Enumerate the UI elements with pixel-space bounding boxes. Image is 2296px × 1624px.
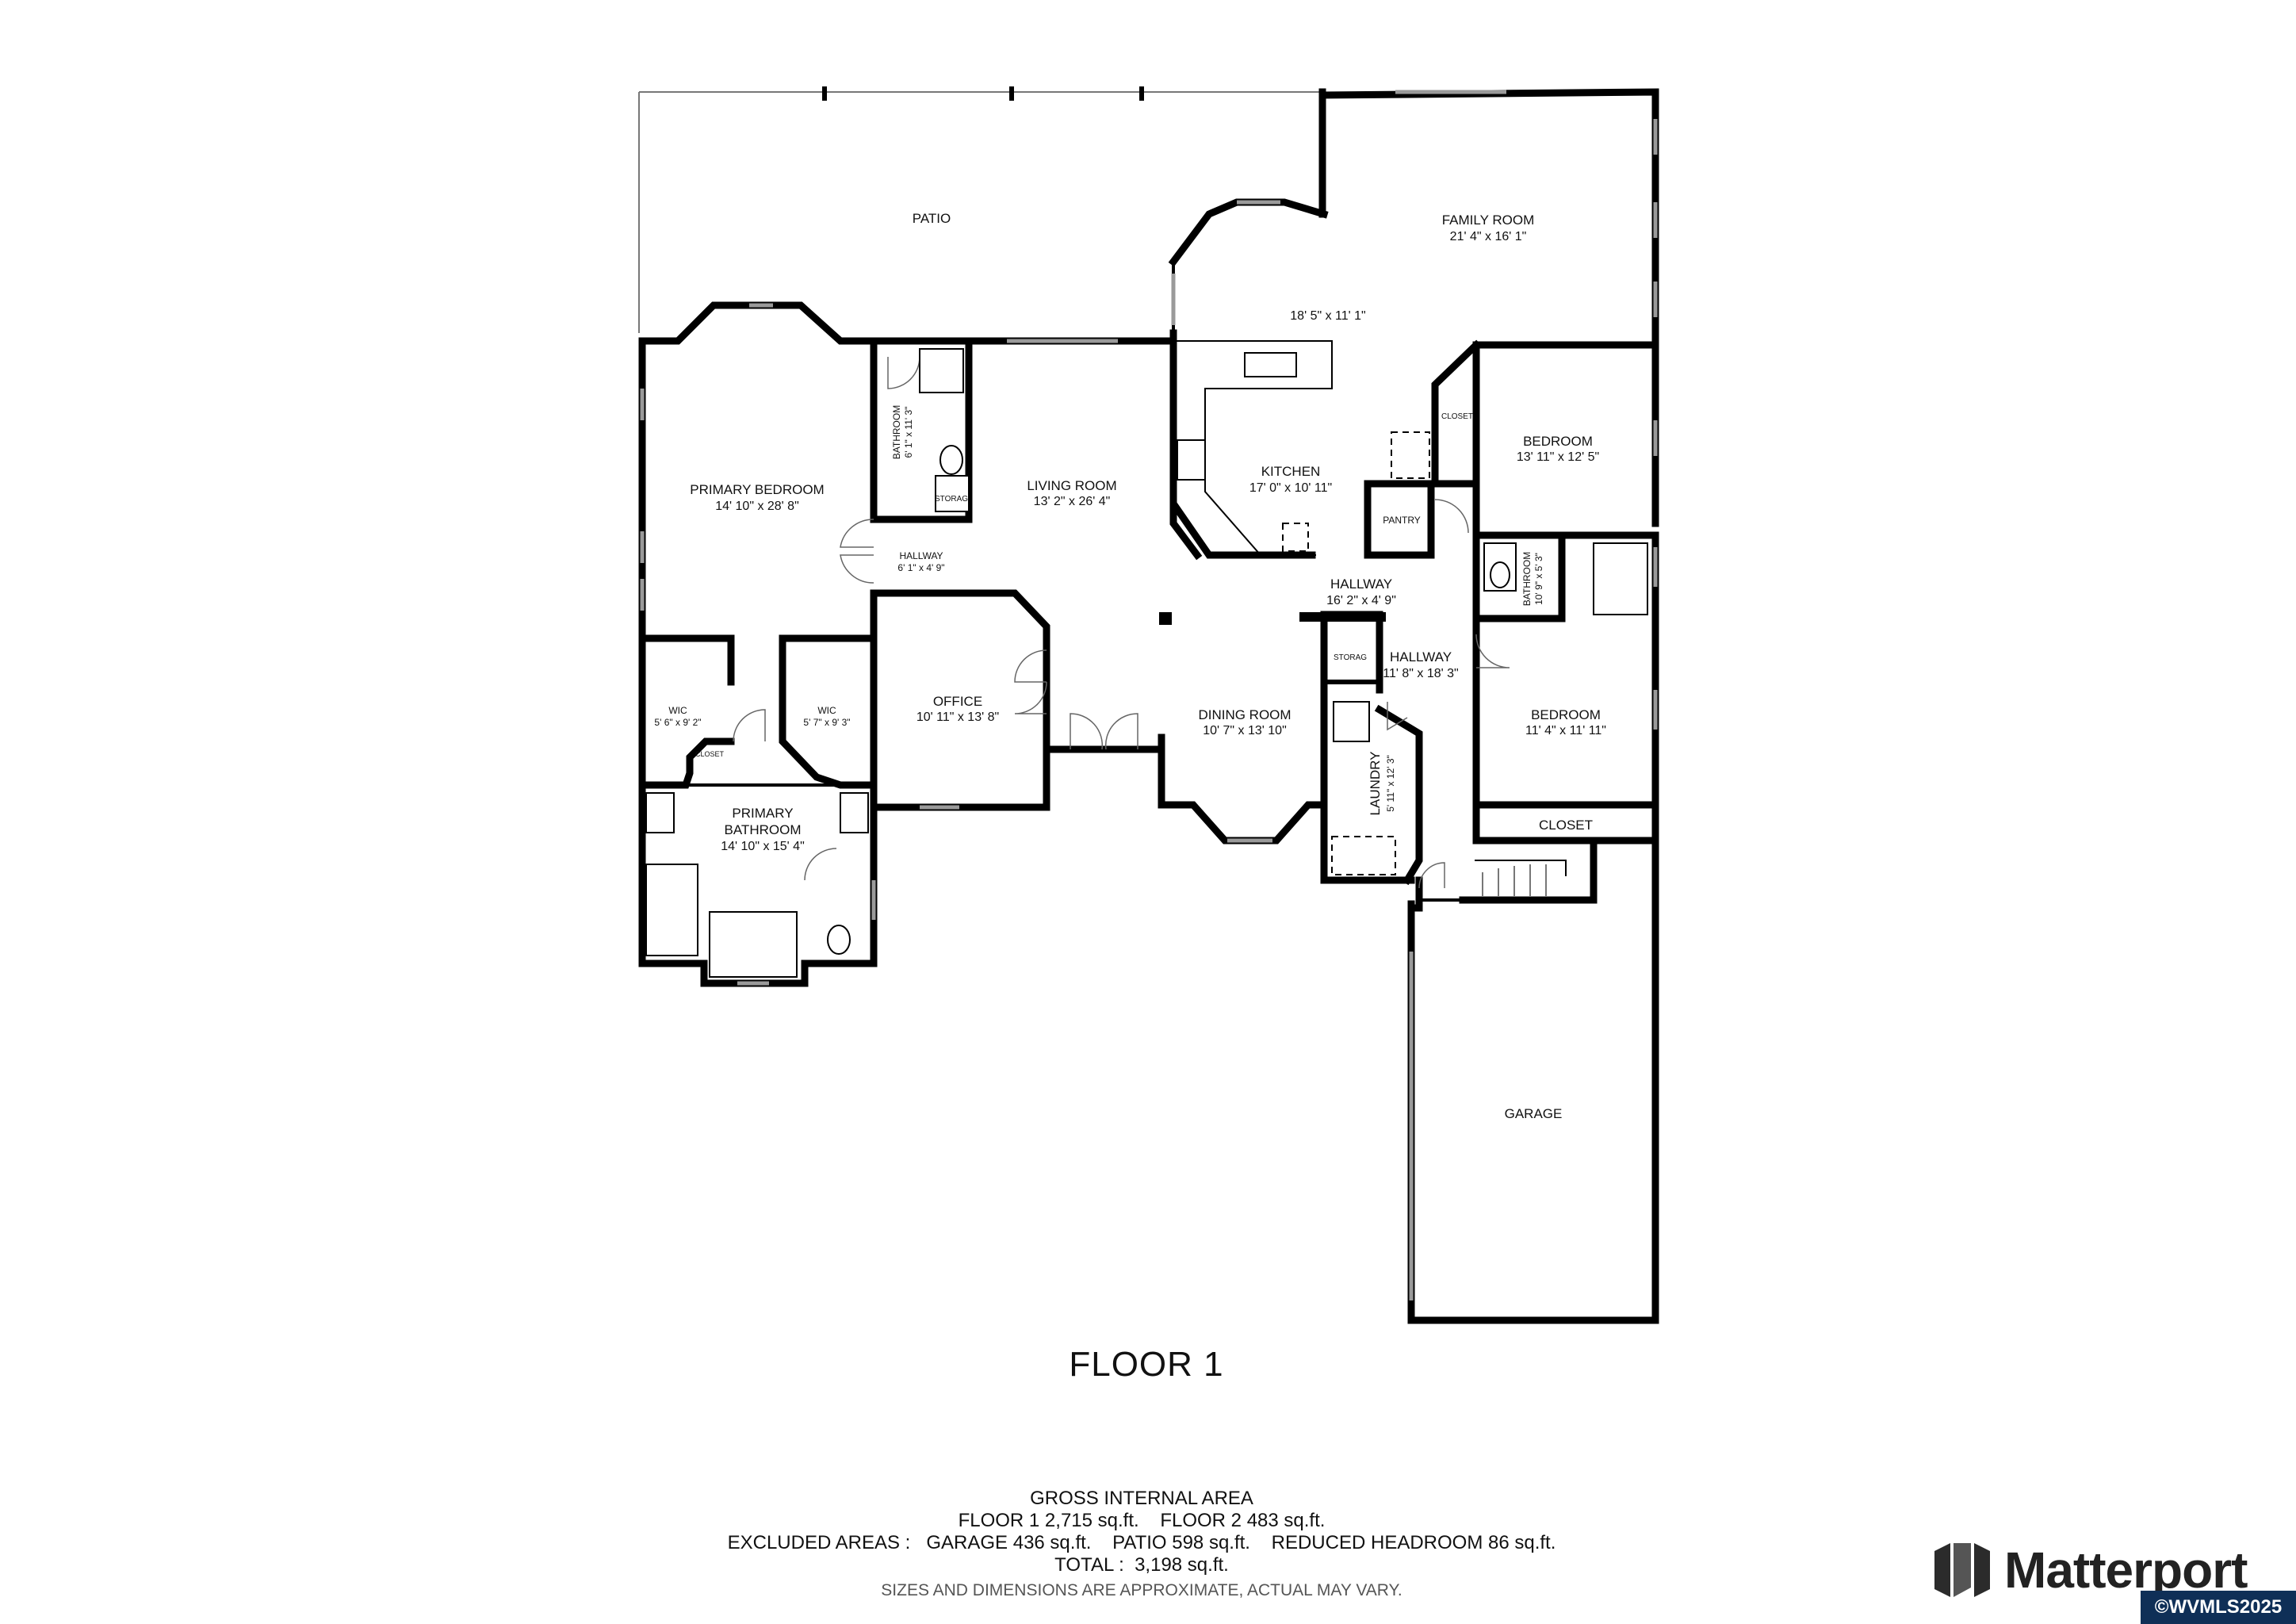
dims-bathroom-1: 6' 1" x 11' 3": [903, 407, 914, 458]
label-primary-bedroom: PRIMARY BEDROOM: [690, 482, 824, 497]
area-heading: GROSS INTERNAL AREA: [1030, 1488, 1253, 1509]
dims-wic-1: 5' 6" x 9' 2": [654, 717, 701, 728]
dims-primary-bedroom: 14' 10" x 28' 8": [715, 500, 799, 513]
label-wic-2: WIC: [817, 705, 836, 716]
area-excluded: EXCLUDED AREAS : GARAGE 436 sq.ft. PATIO…: [727, 1532, 1556, 1553]
copyright-badge: ©WVMLS2025: [2141, 1591, 2296, 1624]
label-primary-bathroom-1: PRIMARY: [732, 806, 793, 821]
label-primary-bathroom-2: BATHROOM: [725, 822, 802, 837]
label-bedroom-2: BEDROOM: [1531, 707, 1601, 722]
label-family-room: FAMILY ROOM: [1442, 213, 1535, 228]
dims-primary-bathroom: 14' 10" x 15' 4": [721, 840, 805, 853]
label-wic-1: WIC: [668, 705, 687, 716]
dims-family-room: 21' 4" x 16' 1": [1450, 230, 1527, 243]
label-closet-3: CLOSET: [1539, 818, 1593, 833]
dims-hallway-3: 11' 8" x 18' 3": [1383, 667, 1458, 680]
staircase: [1475, 860, 1567, 896]
dims-living-room: 13' 2" x 26' 4": [1034, 495, 1111, 508]
dims-laundry: 5' 11" x 12' 3": [1385, 755, 1396, 812]
dims-hallway-1: 6' 1" x 4' 9": [897, 562, 944, 573]
label-closet-2: CLOSET: [695, 750, 725, 758]
matterport-logo-icon: [1934, 1543, 1990, 1597]
label-bathroom-2: BATHROOM: [1521, 552, 1533, 606]
area-total: TOTAL : 3,198 sq.ft.: [1054, 1554, 1229, 1576]
label-storage-2: STORAG: [1334, 653, 1367, 662]
label-hallway-2: HALLWAY: [1330, 576, 1392, 592]
room-labels: PATIO FAMILY ROOM 21' 4" x 16' 1" 18' 5"…: [654, 211, 1606, 1121]
matterport-brand: Matterport: [1931, 1538, 2248, 1602]
label-bathroom-1: BATHROOM: [891, 405, 902, 459]
dims-hallway-2: 16' 2" x 4' 9": [1326, 594, 1396, 607]
label-office: OFFICE: [933, 694, 982, 709]
label-storage-1: STORAG: [935, 495, 968, 504]
area-floors: FLOOR 1 2,715 sq.ft. FLOOR 2 483 sq.ft.: [958, 1510, 1326, 1531]
label-hallway-3: HALLWAY: [1390, 649, 1452, 665]
dims-wic-2: 5' 7" x 9' 3": [803, 717, 850, 728]
label-laundry: LAUNDRY: [1368, 752, 1383, 816]
fixtures: [645, 340, 1648, 978]
label-patio: PATIO: [913, 211, 951, 226]
dims-bedroom-1: 13' 11" x 12' 5": [1517, 450, 1599, 464]
dims-kitchen: 17' 0" x 10' 11": [1249, 481, 1332, 495]
label-bedroom-1: BEDROOM: [1523, 434, 1593, 449]
label-garage: GARAGE: [1505, 1106, 1563, 1121]
dims-family-area: 18' 5" x 11' 1": [1290, 309, 1365, 323]
exterior-walls: [638, 88, 1659, 1324]
area-disclaimer: SIZES AND DIMENSIONS ARE APPROXIMATE, AC…: [881, 1581, 1402, 1599]
area-summary: GROSS INTERNAL AREA FLOOR 1 2,715 sq.ft.…: [682, 1488, 1601, 1602]
dims-bedroom-2: 11' 4" x 11' 11": [1525, 724, 1606, 737]
windows: [640, 90, 1658, 1300]
label-kitchen: KITCHEN: [1261, 464, 1321, 479]
label-dining-room: DINING ROOM: [1198, 707, 1291, 722]
label-pantry: PANTRY: [1383, 515, 1421, 526]
patio-outline: [638, 86, 1322, 333]
dims-bathroom-2: 10' 9" x 5' 3": [1533, 553, 1544, 605]
floor-title: FLOOR 1: [1069, 1345, 1224, 1384]
label-closet-1: CLOSET: [1441, 412, 1473, 421]
dims-office: 10' 11" x 13' 8": [916, 710, 999, 724]
label-hallway-1: HALLWAY: [899, 550, 943, 561]
label-living-room: LIVING ROOM: [1027, 478, 1116, 493]
dims-dining-room: 10' 7" x 13' 10": [1203, 724, 1287, 737]
brand-name: Matterport: [2004, 1542, 2248, 1599]
